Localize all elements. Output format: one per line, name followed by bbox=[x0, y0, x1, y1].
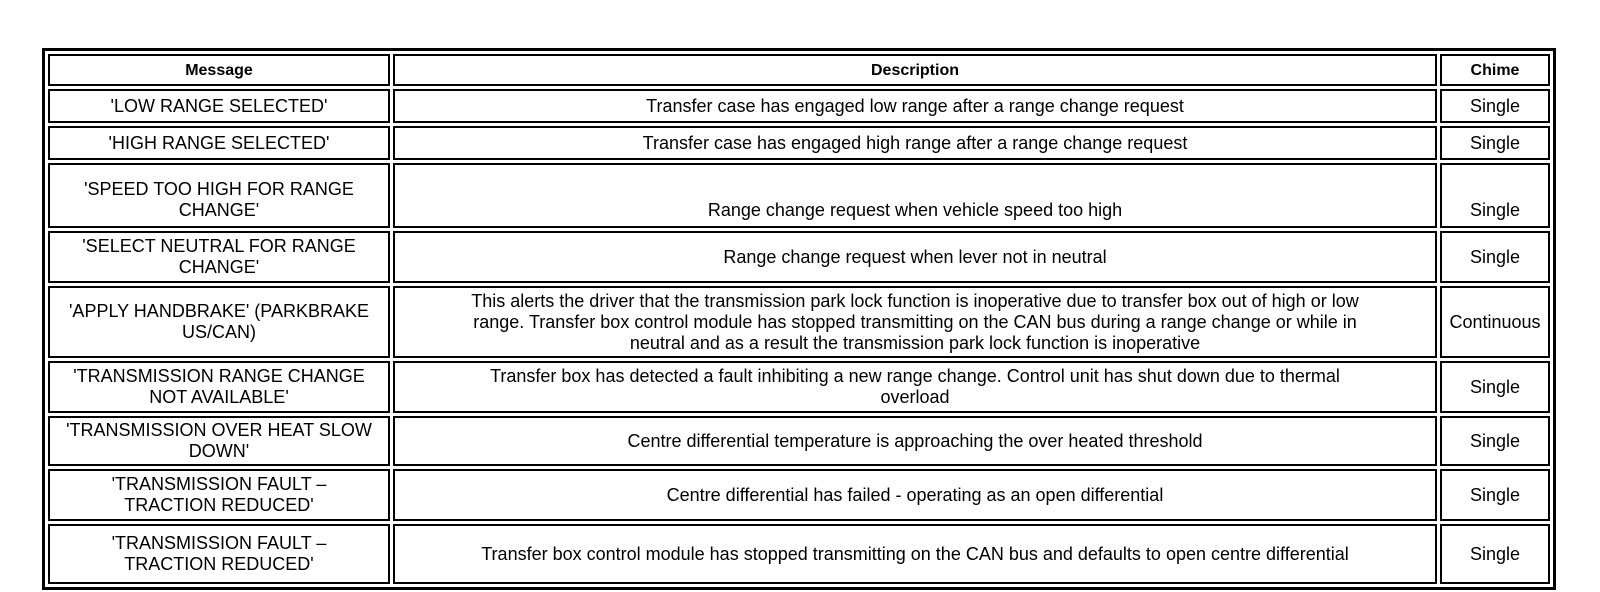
chime-cell: Single bbox=[1440, 163, 1550, 228]
chime-cell: Single bbox=[1440, 231, 1550, 283]
chime-cell: Single bbox=[1440, 416, 1550, 466]
description-cell: Transfer box has detected a fault inhibi… bbox=[393, 361, 1437, 413]
message-cell: 'TRANSMISSION FAULT – TRACTION REDUCED' bbox=[48, 469, 390, 521]
description-cell: Centre differential has failed - operati… bbox=[393, 469, 1437, 521]
description-cell: Transfer case has engaged high range aft… bbox=[393, 126, 1437, 160]
message-cell: 'LOW RANGE SELECTED' bbox=[48, 89, 390, 123]
table-row: 'HIGH RANGE SELECTED' Transfer case has … bbox=[48, 126, 1550, 160]
table-row: 'LOW RANGE SELECTED' Transfer case has e… bbox=[48, 89, 1550, 123]
table-row: 'SELECT NEUTRAL FOR RANGE CHANGE' Range … bbox=[48, 231, 1550, 283]
table-row: 'TRANSMISSION RANGE CHANGE NOT AVAILABLE… bbox=[48, 361, 1550, 413]
column-header-description: Description bbox=[393, 54, 1437, 86]
message-cell: 'TRANSMISSION FAULT – TRACTION REDUCED' bbox=[48, 524, 390, 584]
table-row: 'APPLY HANDBRAKE' (PARKBRAKE US/CAN) Thi… bbox=[48, 286, 1550, 358]
column-header-chime: Chime bbox=[1440, 54, 1550, 86]
column-header-message: Message bbox=[48, 54, 390, 86]
chime-cell: Continuous bbox=[1440, 286, 1550, 358]
description-cell: Centre differential temperature is appro… bbox=[393, 416, 1437, 466]
message-cell: 'SPEED TOO HIGH FOR RANGE CHANGE' bbox=[48, 163, 390, 228]
message-cell: 'TRANSMISSION RANGE CHANGE NOT AVAILABLE… bbox=[48, 361, 390, 413]
description-cell: Transfer box control module has stopped … bbox=[393, 524, 1437, 584]
description-cell: Transfer case has engaged low range afte… bbox=[393, 89, 1437, 123]
description-cell: Range change request when lever not in n… bbox=[393, 231, 1437, 283]
table-row: 'TRANSMISSION FAULT – TRACTION REDUCED' … bbox=[48, 469, 1550, 521]
chime-cell: Single bbox=[1440, 469, 1550, 521]
chime-cell: Single bbox=[1440, 361, 1550, 413]
table-row: 'TRANSMISSION FAULT – TRACTION REDUCED' … bbox=[48, 524, 1550, 584]
message-cell: 'HIGH RANGE SELECTED' bbox=[48, 126, 390, 160]
chime-cell: Single bbox=[1440, 126, 1550, 160]
message-cell: 'APPLY HANDBRAKE' (PARKBRAKE US/CAN) bbox=[48, 286, 390, 358]
table-row: 'SPEED TOO HIGH FOR RANGE CHANGE' Range … bbox=[48, 163, 1550, 228]
message-chime-table: Message Description Chime 'LOW RANGE SEL… bbox=[42, 48, 1556, 590]
description-cell: This alerts the driver that the transmis… bbox=[393, 286, 1437, 358]
message-cell: 'TRANSMISSION OVER HEAT SLOW DOWN' bbox=[48, 416, 390, 466]
description-cell: Range change request when vehicle speed … bbox=[393, 163, 1437, 228]
chime-cell: Single bbox=[1440, 89, 1550, 123]
table-header-row: Message Description Chime bbox=[48, 54, 1550, 86]
message-cell: 'SELECT NEUTRAL FOR RANGE CHANGE' bbox=[48, 231, 390, 283]
table-row: 'TRANSMISSION OVER HEAT SLOW DOWN' Centr… bbox=[48, 416, 1550, 466]
chime-cell: Single bbox=[1440, 524, 1550, 584]
